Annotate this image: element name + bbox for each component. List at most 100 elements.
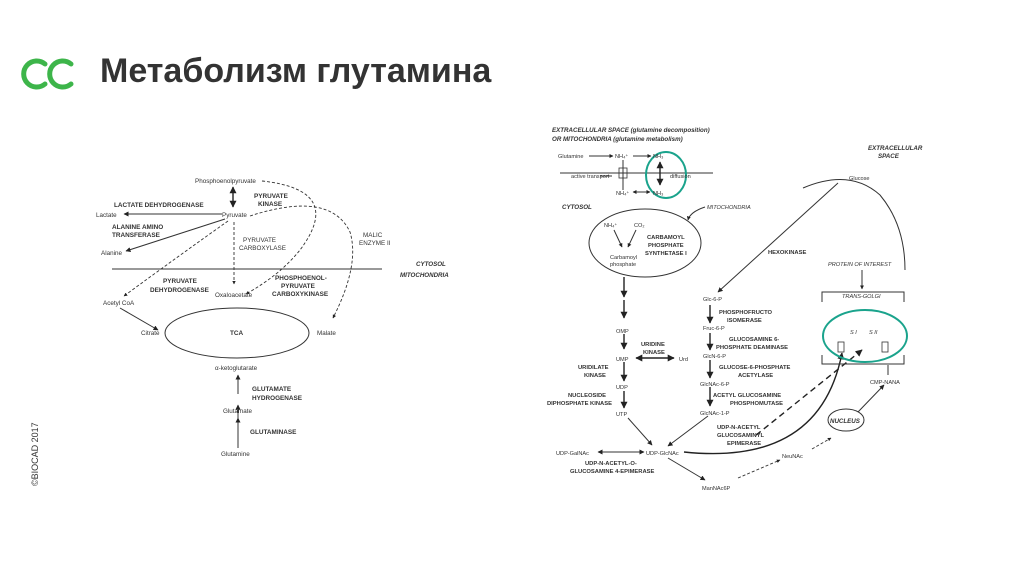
uridilate-kinase-label-2: KINASE [584, 373, 606, 379]
udp-galnac-label: UDP-GalNAc [556, 451, 589, 457]
mitochondria-pointer [686, 206, 706, 221]
extracellular-header-2: OR MITOCHONDRIA (glutamine metabolism) [552, 136, 683, 143]
cps-label-3: SYNTHETASE I [645, 251, 687, 257]
malate-label: Malate [317, 330, 336, 337]
oxaloacetate-label: Oxaloacetate [215, 292, 253, 299]
gne-label-2: GLUCOSAMINYL [717, 433, 764, 439]
uridilate-kinase-label-1: URIDILATE [578, 365, 609, 371]
pyruvate-kinase-label-1: PYRUVATE [254, 193, 289, 200]
biocad-logo-icon [21, 58, 74, 90]
highlight-circle-diffusion [645, 151, 687, 199]
alanine-label: Alanine [101, 250, 123, 257]
glcnac1p-udpglcnac-arrow [667, 415, 709, 447]
extracellular-space-label-1: EXTRACELLULAR [868, 145, 923, 152]
glutaminase-label: GLUTAMINASE [250, 429, 297, 436]
tca-label: TCA [230, 330, 244, 337]
uridine-kinase-label-2: KINASE [643, 350, 665, 356]
udpglcnac-golgi-arrow [683, 352, 845, 455]
cmp-nana-label: CMP-NANA [870, 380, 900, 386]
citrate-label: Citrate [141, 330, 160, 337]
glutamine-top-label: Glutamine [558, 154, 584, 160]
malic-enzyme-arrow [249, 205, 354, 319]
cytosol-label: CYTOSOL [416, 261, 446, 268]
glutamate-dehydrogenase-label-2: HYDROGENASE [252, 395, 303, 402]
protein-of-interest-label: PROTEIN OF INTEREST [828, 262, 892, 268]
carbamoyl-phosphate-label-1: Carbamoyl [610, 255, 637, 261]
pyruvate-dehydrogenase-arrow [123, 220, 229, 297]
si-label: S I [850, 330, 857, 336]
malic-enzyme-label-1: MALIC [363, 232, 383, 239]
co2-carbamoyl-arrow [627, 229, 637, 248]
glcnac6p-label: GlcNAc-6-P [700, 382, 730, 388]
udp-glcnac-label: UDP-GlcNAc [646, 451, 679, 457]
hexokinase-label: HEXOKINASE [768, 250, 806, 256]
nh4-bottom-label: NH₄⁺ [616, 190, 629, 197]
glucose-label: Glucose [849, 176, 870, 182]
pyruvate-kinase-label-2: KINASE [258, 201, 283, 208]
neunac-nucleus-arrow [811, 437, 832, 450]
pyruvate-label: Pyruvate [222, 212, 247, 219]
extracellular-space-label-2: SPACE [878, 153, 900, 160]
active-transport-label: active transport [571, 174, 610, 180]
glutamate-label: Glutamate [223, 408, 253, 415]
gne-label-3: EPIMERASE [727, 441, 761, 447]
gfpt-label-2: PHOSPHATE DEAMINASE [716, 345, 788, 351]
uridine-kinase-label-1: URIDINE [641, 342, 665, 348]
mitochondria-compartment [588, 208, 702, 278]
mannac6p-label: ManNAc6P [702, 486, 731, 492]
malic-enzyme-label-2: ENZYME II [359, 240, 391, 247]
gnpnat-label-1: GLUCOSE-6-PHOSPHATE [719, 365, 791, 371]
nucleus-label: NUCLEUS [830, 418, 861, 425]
diffusion-label: diffusion [670, 174, 691, 180]
nh4-carbamoyl-arrow [613, 229, 623, 248]
glutamine-label: Glutamine [221, 451, 250, 458]
mitochondria-label: MITOCHONDRIA [400, 272, 449, 279]
omp-label: OMP [616, 329, 629, 335]
pepck-arrow [245, 180, 317, 295]
cell-membrane-curve [802, 179, 906, 271]
pepck-label-1: PHOSPHOENOL- [275, 275, 327, 282]
utp-udpglcnac-arrow [627, 417, 653, 446]
cps-label-1: CARBAMOYL [647, 235, 685, 241]
glcnac1p-label: GlcNAc-1-P [700, 411, 730, 417]
gale-label-1: UDP-N-ACETYL-O- [585, 461, 637, 467]
pfi-label-2: ISOMERASE [727, 318, 762, 324]
lactate-dehydrogenase-label: LACTATE DEHYDROGENASE [114, 202, 204, 209]
pyruvate-dehydrogenase-label-1: PYRUVATE [163, 278, 198, 285]
left-pathway: Phosphoenolpyruvate PYRUVATE KINASE LACT… [96, 178, 449, 458]
alanine-aminotransferase-label-1: ALANINE AMINO [112, 224, 163, 231]
pepck-label-3: CARBOXYKINASE [272, 291, 329, 298]
udp-label: UDP [616, 385, 628, 391]
right-pathway: EXTRACELLULAR SPACE (glutamine decomposi… [547, 127, 923, 492]
nh4-top-label: NH₄⁺ [615, 153, 628, 160]
gne-label-1: UDP-N-ACETYL [717, 425, 761, 431]
trans-golgi-bottom [821, 355, 905, 365]
ndk-label-2: DIPHOSPHATE KINASE [547, 401, 612, 407]
gale-label-2: GLUCOSAMINE 4-EPIMERASE [570, 469, 655, 475]
pgm3-label-2: PHOSPHOMUTASE [730, 401, 783, 407]
ketoglutarate-label: α-ketoglutarate [215, 365, 258, 372]
slide-title: Метаболизм глутамина [100, 52, 492, 90]
transporter-icon [618, 167, 628, 179]
lactate-label: Lactate [96, 212, 117, 219]
mannac-neunac-arrow [737, 459, 781, 479]
glc6p-label: Glc-6-P [703, 297, 722, 303]
carbamoyl-phosphate-label-2: phosphate [610, 262, 636, 268]
sii-label: S II [869, 330, 878, 336]
trans-golgi-label: TRANS-GOLGI [842, 294, 881, 300]
nucleus-compartment [827, 408, 865, 432]
sii-transporter-icon [881, 341, 889, 353]
glutamate-dehydrogenase-label-1: GLUTAMATE [252, 386, 292, 393]
tca-cycle [164, 307, 310, 359]
utp-label: UTP [616, 412, 627, 418]
urd-label: Urd [679, 357, 688, 363]
gnpnat-label-2: ACETYLASE [738, 373, 773, 379]
alanine-aminotransferase-label-2: TRANSFERASE [112, 232, 161, 239]
cps-label-2: PHOSPHATE [648, 243, 684, 249]
nh3-top-label: NH₃ [653, 154, 663, 160]
cytosol-right-label: CYTOSOL [562, 204, 592, 211]
udpglcnac-mannac-arrow [667, 457, 706, 481]
co2-label: CO₂ [634, 223, 645, 229]
nh4-mito-label: NH₄⁺ [604, 222, 617, 229]
